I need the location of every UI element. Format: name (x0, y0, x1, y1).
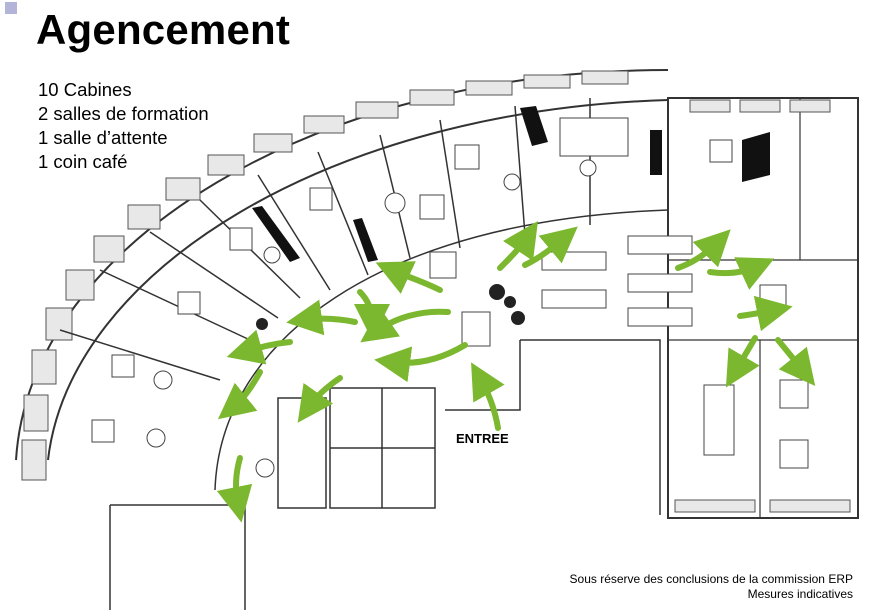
right-wing-windows (674, 99, 851, 513)
dark-wall-segments (252, 106, 770, 262)
entrance-label: ENTREE (456, 431, 509, 446)
facade-windows (21, 70, 629, 481)
feature-cabines: 10 Cabines (38, 79, 132, 100)
cabin-partitions (59, 98, 591, 381)
footnote-line-erp: Sous réserve des conclusions de la commi… (569, 572, 853, 586)
feature-salles-formation: 2 salles de formation (38, 103, 209, 124)
furniture (91, 139, 809, 478)
slide-title: Agencement (36, 6, 291, 53)
central-area (109, 339, 661, 610)
feature-salle-attente: 1 salle d’attente (38, 127, 168, 148)
circulation-arrows (216, 221, 816, 523)
footnote: Sous réserve des conclusions de la commi… (570, 572, 853, 602)
feature-coin-cafe: 1 coin café (38, 151, 128, 172)
plants (256, 284, 525, 330)
footnote-line-mesures: Mesures indicatives (747, 587, 853, 601)
slide-corner-mark (5, 2, 17, 14)
training-tables (541, 117, 735, 456)
feature-list: 10 Cabines 2 salles de formation 1 salle… (38, 78, 209, 174)
